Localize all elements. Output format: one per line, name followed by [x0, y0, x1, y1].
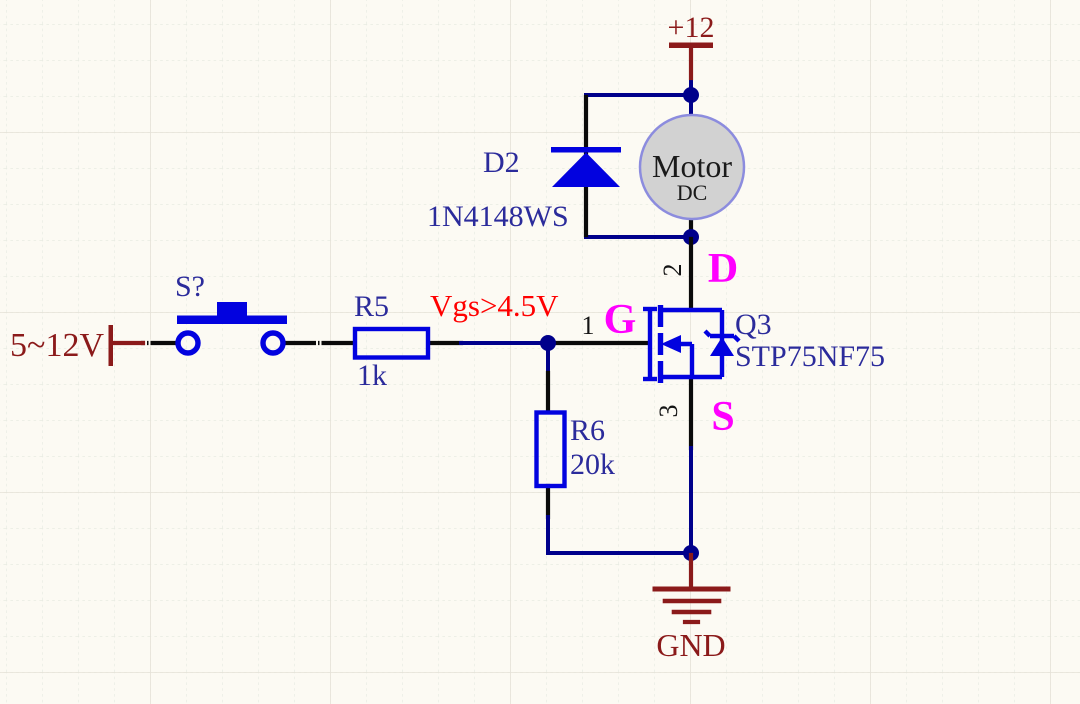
- pin-connection-marker: [148, 339, 151, 347]
- pin-connection-marker: [316, 339, 318, 347]
- switch-contact-right[interactable]: [260, 330, 286, 356]
- gate-net-label[interactable]: G: [604, 297, 637, 343]
- flyback-diode-d2[interactable]: D2 1N4148WS: [427, 94, 621, 238]
- power-label[interactable]: +12: [668, 11, 715, 44]
- body-diode-triangle[interactable]: [710, 337, 734, 356]
- net-gate-wires[interactable]: [140, 335, 650, 415]
- power-flag-12v[interactable]: +12: [668, 11, 715, 81]
- source-net-label[interactable]: S: [711, 394, 734, 440]
- resistor-designator[interactable]: R6: [570, 414, 605, 447]
- vgs-annotation[interactable]: Vgs>4.5V: [430, 288, 559, 323]
- diode-designator[interactable]: D2: [483, 146, 520, 179]
- junction-dot[interactable]: [540, 335, 556, 351]
- diode-cathode-bar[interactable]: [551, 147, 621, 153]
- pushbutton-switch-s[interactable]: S?: [175, 270, 287, 356]
- junction-dot[interactable]: [683, 87, 699, 103]
- drain-net-label[interactable]: D: [708, 246, 738, 292]
- resistor-body[interactable]: [534, 410, 567, 489]
- switch-button[interactable]: [217, 302, 247, 316]
- input-port-label[interactable]: 5~12V: [10, 327, 104, 364]
- dc-motor[interactable]: Motor DC: [638, 113, 746, 221]
- drain-pin-number: 2: [658, 264, 687, 277]
- resistor-body[interactable]: [352, 326, 431, 360]
- resistor-r6[interactable]: R6 20k: [534, 410, 616, 489]
- mosfet-q3[interactable]: Q3 STP75NF75 1 2 3 G D S: [582, 246, 886, 440]
- body-diode-cathode-hook[interactable]: [703, 329, 712, 338]
- source-pin-number: 3: [654, 405, 683, 418]
- diode-value[interactable]: 1N4148WS: [427, 200, 569, 233]
- motor-body[interactable]: [638, 113, 746, 221]
- motor-sublabel: DC: [677, 180, 708, 205]
- ground-symbol[interactable]: GND: [652, 552, 731, 663]
- switch-bar[interactable]: [177, 315, 287, 325]
- diode-anode-triangle[interactable]: [552, 152, 620, 188]
- bulk-arrow[interactable]: [661, 335, 681, 353]
- net-12v-wires[interactable]: [584, 76, 699, 118]
- resistor-value[interactable]: 20k: [570, 448, 615, 481]
- switch-contact-left[interactable]: [175, 330, 201, 356]
- resistor-value[interactable]: 1k: [357, 359, 387, 392]
- resistor-designator[interactable]: R5: [354, 290, 389, 323]
- motor-label: Motor: [652, 148, 732, 184]
- pin-connection-marker: [145, 339, 147, 347]
- switch-designator[interactable]: S?: [175, 270, 205, 303]
- pin-connection-marker: [319, 339, 322, 347]
- input-port[interactable]: 5~12V: [10, 325, 146, 366]
- ground-label[interactable]: GND: [656, 627, 725, 663]
- input-port-bar[interactable]: [108, 325, 114, 366]
- gate-pin-number: 1: [582, 311, 595, 340]
- mosfet-designator[interactable]: Q3: [735, 308, 772, 341]
- body-diode-cathode-hook[interactable]: [732, 334, 741, 343]
- mosfet-value[interactable]: STP75NF75: [735, 340, 885, 373]
- net-drain-wires[interactable]: [584, 218, 699, 311]
- resistor-r5[interactable]: R5 1k: [352, 290, 431, 392]
